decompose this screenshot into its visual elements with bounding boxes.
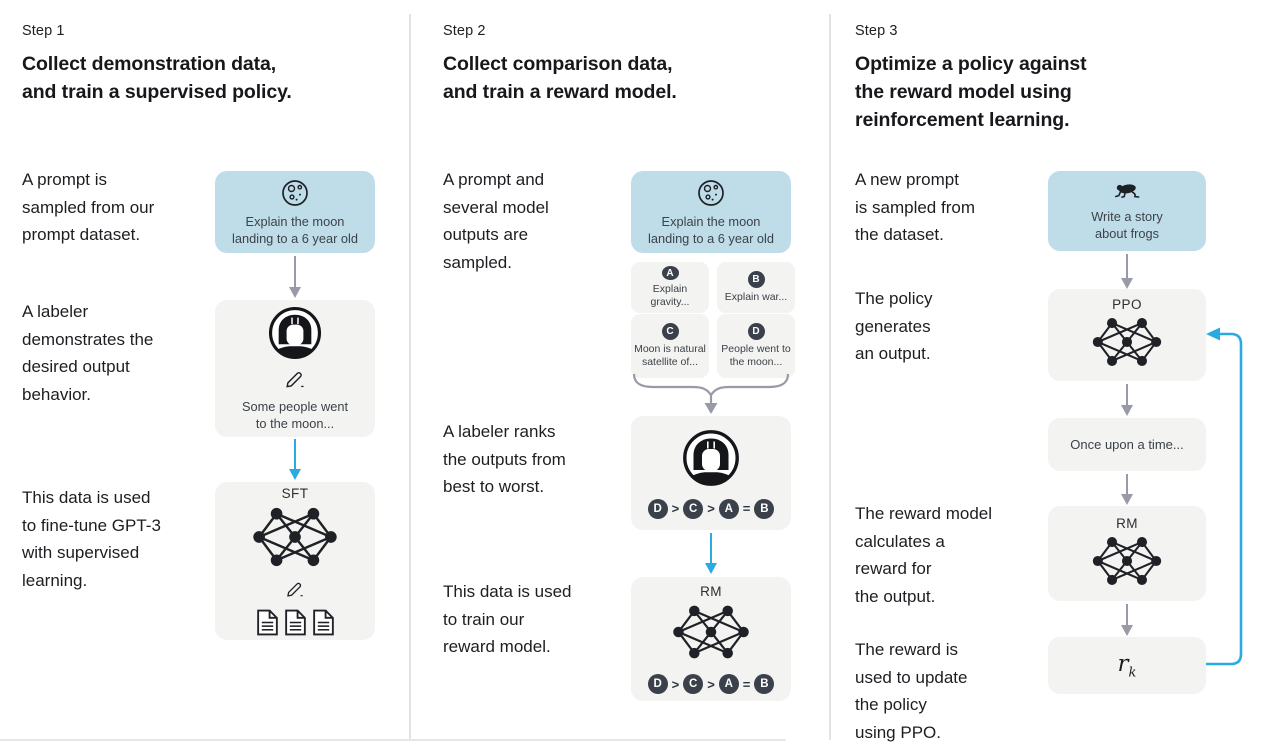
frog-icon	[1113, 180, 1141, 205]
step2-heading: Collect comparison data, and train a rew…	[443, 53, 677, 103]
labeler-avatar-icon	[267, 305, 323, 366]
rank-badge: C	[683, 498, 704, 519]
moon-icon	[280, 178, 310, 213]
rank-badge: A	[718, 674, 739, 694]
output-text-b: Explain war...	[724, 291, 788, 303]
step2-caption-labeler: A labeler ranks the outputs from best to…	[443, 422, 566, 496]
arrow-down-icon	[1126, 604, 1129, 626]
ppo-title: PPO	[1112, 297, 1142, 312]
output-box-b: B Explain war...	[717, 262, 795, 313]
step3-label: Step 3	[855, 23, 898, 39]
rank-badge: A	[718, 498, 739, 519]
pencil-icon	[286, 580, 304, 603]
ranking-row: D > C > A = B	[647, 674, 775, 694]
neural-network-icon	[1092, 535, 1162, 592]
step3-prompt-box: Write a story about frogs	[1048, 171, 1206, 251]
output-text-c: Moon is natural satellite of...	[634, 343, 706, 368]
neural-network-icon	[1092, 316, 1162, 373]
badge-d: D	[747, 323, 765, 340]
neural-network-icon	[252, 505, 338, 574]
arrow-down-icon	[294, 256, 297, 288]
rank-operator: >	[671, 676, 680, 692]
rank-operator: >	[671, 501, 680, 516]
step2-label: Step 2	[443, 23, 486, 39]
step3-rm-box: RM	[1048, 506, 1206, 601]
step3-caption-policy: The policy generates an output.	[855, 289, 933, 363]
rm-title: RM	[1116, 515, 1138, 531]
arrow-down-icon	[1126, 474, 1129, 495]
arrow-down-icon	[294, 439, 297, 470]
bottom-rule	[0, 739, 786, 741]
step1-labeler-text: Some people went to the moon...	[242, 399, 348, 431]
documents-icon	[256, 609, 335, 636]
step3-output-text: Once upon a time...	[1070, 437, 1184, 452]
badge-a: A	[661, 266, 679, 280]
output-box-c: C Moon is natural satellite of...	[631, 314, 709, 378]
rank-badge: B	[754, 498, 775, 519]
step1-label: Step 1	[22, 23, 65, 39]
step3-caption-reward-update: The reward is used to update the policy …	[855, 640, 968, 742]
arrow-down-icon	[1126, 384, 1129, 406]
moon-icon	[696, 178, 726, 213]
rank-badge: D	[647, 498, 668, 519]
rm-title: RM	[700, 584, 722, 599]
pencil-icon	[285, 369, 305, 394]
step1-labeler-box: Some people went to the moon...	[215, 300, 375, 437]
rank-operator: =	[742, 501, 751, 516]
step3-caption-prompt: A new prompt is sampled from the dataset…	[855, 170, 975, 244]
step1-heading: Collect demonstration data, and train a …	[22, 53, 292, 103]
ranking-row: D > C > A = B	[647, 498, 775, 519]
step1-caption-prompt: A prompt is sampled from our prompt data…	[22, 170, 155, 244]
step3-caption-reward-model: The reward model calculates a reward for…	[855, 504, 993, 606]
rank-operator: =	[742, 676, 751, 692]
step2-caption-data: This data is used to train our reward mo…	[443, 582, 572, 656]
step3-output-box: Once upon a time...	[1048, 418, 1206, 471]
step2-prompt-text: Explain the moon landing to a 6 year old	[648, 213, 774, 246]
badge-b: B	[747, 271, 765, 288]
step3-ppo-box: PPO	[1048, 289, 1206, 381]
rank-badge: B	[754, 674, 775, 694]
feedback-loop-arrow-icon	[1206, 327, 1243, 666]
rank-badge: D	[647, 674, 668, 694]
step1-prompt-box: Explain the moon landing to a 6 year old	[215, 171, 375, 253]
rank-operator: >	[707, 501, 715, 516]
rank-badge: C	[683, 674, 704, 694]
step3-prompt-text: Write a story about frogs	[1091, 209, 1163, 241]
step2-labeler-box: D > C > A = B	[631, 416, 791, 530]
brace-arrow-icon	[632, 373, 790, 414]
step2-rm-box: RM D > C > A = B	[631, 577, 791, 701]
labeler-avatar-icon	[681, 428, 741, 493]
step3-heading: Optimize a policy against the reward mod…	[855, 53, 1087, 131]
step1-prompt-text: Explain the moon landing to a 6 year old	[232, 213, 358, 246]
step3-reward-box: rk	[1048, 637, 1206, 694]
column-divider	[409, 14, 411, 740]
arrow-down-icon	[1126, 254, 1129, 279]
step1-caption-labeler: A labeler demonstrates the desired outpu…	[22, 302, 154, 404]
neural-network-icon	[672, 603, 750, 666]
badge-c: C	[661, 323, 679, 340]
output-text-d: People went to the moon...	[721, 343, 791, 368]
output-text-a: Explain gravity...	[650, 283, 690, 308]
output-box-d: D People went to the moon...	[717, 314, 795, 378]
step2-caption-prompt: A prompt and several model outputs are s…	[443, 170, 549, 272]
column-divider	[829, 14, 831, 740]
output-box-a: A Explain gravity...	[631, 262, 709, 313]
reward-value: rk	[1117, 650, 1137, 681]
sft-title: SFT	[281, 486, 309, 501]
step1-sft-box: SFT	[215, 482, 375, 640]
step1-caption-data: This data is used to fine-tune GPT-3 wit…	[22, 488, 161, 590]
rank-operator: >	[707, 676, 715, 692]
arrow-down-icon	[710, 533, 713, 564]
step2-prompt-box: Explain the moon landing to a 6 year old	[631, 171, 791, 253]
